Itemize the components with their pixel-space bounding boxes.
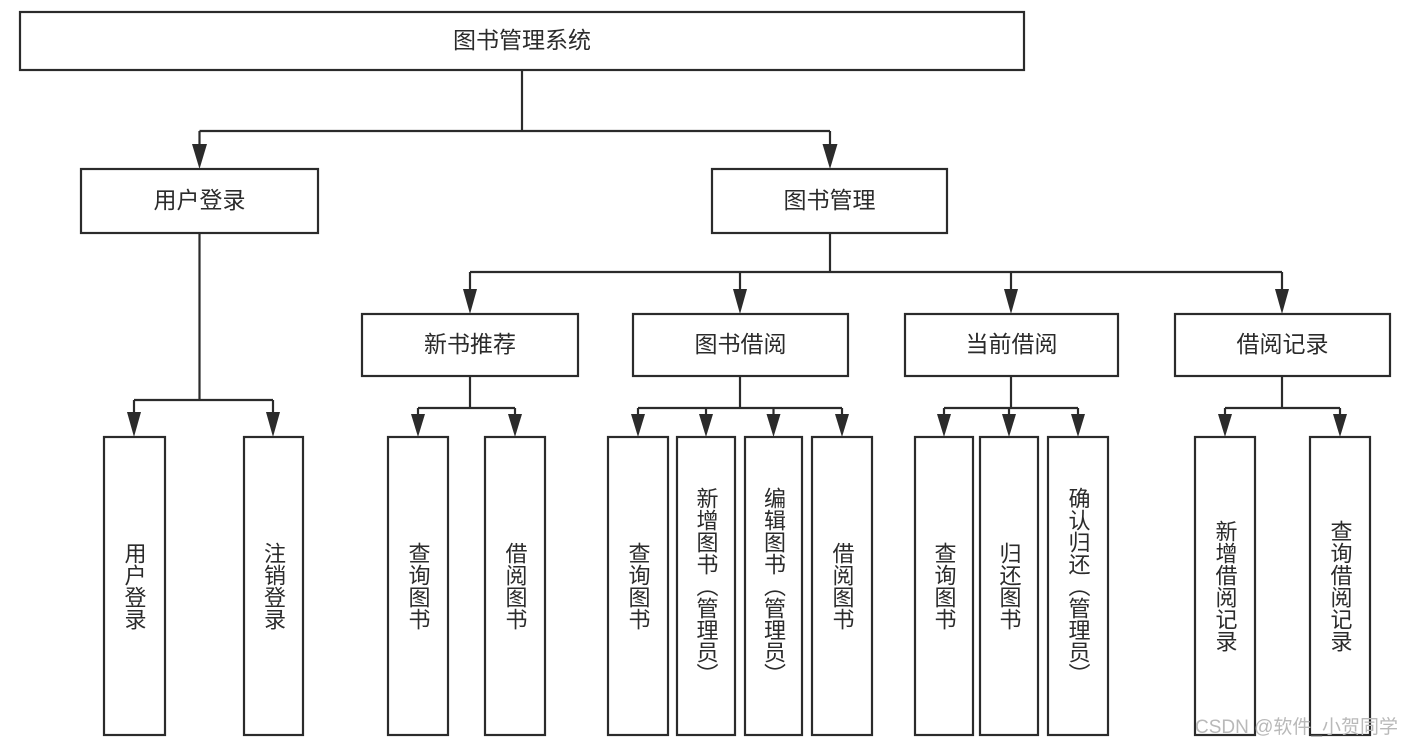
node-current-borrow-rect[interactable]	[903, 312, 1120, 378]
node-leaf-edit-book-rect[interactable]	[743, 435, 804, 737]
node-leaf-borrow-book-rect[interactable]	[810, 435, 874, 737]
node-leaf-edit-book-label: 编辑图书（管理员）	[761, 487, 786, 685]
arrow-leaf-user-login	[127, 412, 141, 437]
node-root-rect[interactable]	[18, 10, 1026, 72]
node-user-login-label: 用户登录	[154, 187, 246, 213]
node-leaf-query-book-current[interactable]: 查询图书	[913, 435, 975, 737]
node-leaf-return-book-rect[interactable]	[978, 435, 1040, 737]
arrow-to-borrow-record	[1275, 289, 1289, 314]
node-user-login-rect[interactable]	[79, 167, 320, 235]
node-leaf-add-book-label: 新增图书（管理员）	[694, 487, 719, 685]
node-leaf-edit-book[interactable]: 编辑图书（管理员）	[743, 435, 804, 737]
node-user-login[interactable]: 用户登录	[79, 167, 320, 235]
node-leaf-return-book-label: 归还图书	[997, 542, 1022, 630]
arrow-leaf-borrow-book	[835, 414, 849, 437]
node-layer: 图书管理系统 用户登录 图书管理 新书推荐 图书借阅 当前	[18, 10, 1392, 737]
arrow-leaf-add-borrow-record	[1218, 414, 1232, 437]
node-leaf-borrow-book[interactable]: 借阅图书	[810, 435, 874, 737]
arrow-leaf-borrow-book-recommend	[508, 414, 522, 437]
node-root-label: 图书管理系统	[453, 27, 591, 53]
arrow-leaf-confirm-return	[1071, 414, 1085, 437]
node-book-borrow-label: 图书借阅	[695, 331, 787, 357]
arrow-to-book-manage	[822, 144, 838, 169]
node-leaf-user-login-label: 用户登录	[122, 542, 147, 630]
node-leaf-query-book-current-label: 查询图书	[932, 542, 957, 630]
node-new-book-recommend-label: 新书推荐	[424, 331, 516, 357]
arrow-to-book-borrow	[733, 289, 747, 314]
node-leaf-query-book-current-rect[interactable]	[913, 435, 975, 737]
arrow-leaf-query-book-current	[937, 414, 951, 437]
node-borrow-record[interactable]: 借阅记录	[1173, 312, 1392, 378]
node-book-manage-rect[interactable]	[710, 167, 949, 235]
arrow-leaf-return-book	[1002, 414, 1016, 437]
node-new-book-recommend-rect[interactable]	[360, 312, 580, 378]
node-leaf-query-book-borrow-rect[interactable]	[606, 435, 670, 737]
arrow-to-user-login	[192, 144, 207, 169]
node-book-borrow[interactable]: 图书借阅	[631, 312, 850, 378]
node-book-manage[interactable]: 图书管理	[710, 167, 949, 235]
arrow-to-new-book-recommend	[463, 289, 477, 314]
node-current-borrow[interactable]: 当前借阅	[903, 312, 1120, 378]
node-leaf-query-borrow-record-rect[interactable]	[1308, 435, 1372, 737]
node-leaf-add-borrow-record[interactable]: 新增借阅记录	[1193, 435, 1257, 737]
edge-layer	[127, 70, 1347, 437]
node-new-book-recommend[interactable]: 新书推荐	[360, 312, 580, 378]
node-leaf-add-book-rect[interactable]	[675, 435, 737, 737]
node-leaf-borrow-book-recommend-label: 借阅图书	[503, 542, 528, 630]
arrow-to-current-borrow	[1004, 289, 1018, 314]
arrow-leaf-edit-book	[766, 414, 781, 437]
node-leaf-add-book[interactable]: 新增图书（管理员）	[675, 435, 737, 737]
node-leaf-query-book-borrow-label: 查询图书	[626, 542, 651, 630]
node-current-borrow-label: 当前借阅	[966, 331, 1058, 357]
node-leaf-borrow-book-label: 借阅图书	[830, 542, 855, 630]
node-leaf-user-login-rect[interactable]	[102, 435, 167, 737]
node-leaf-query-borrow-record[interactable]: 查询借阅记录	[1308, 435, 1372, 737]
node-root[interactable]: 图书管理系统	[18, 10, 1026, 72]
node-leaf-borrow-book-recommend-rect[interactable]	[483, 435, 547, 737]
node-leaf-query-book-recommend-label: 查询图书	[406, 542, 431, 630]
node-leaf-borrow-book-recommend[interactable]: 借阅图书	[483, 435, 547, 737]
arrow-leaf-logout	[266, 412, 280, 437]
node-leaf-confirm-return-label: 确认归还（管理员）	[1066, 487, 1091, 685]
node-book-manage-label: 图书管理	[784, 187, 876, 213]
watermark-text: CSDN @软件_小贺同学	[1195, 716, 1398, 738]
node-leaf-user-login[interactable]: 用户登录	[102, 435, 167, 737]
node-leaf-query-book-borrow[interactable]: 查询图书	[606, 435, 670, 737]
node-leaf-logout-rect[interactable]	[242, 435, 305, 737]
node-leaf-logout-label: 注销登录	[261, 542, 286, 630]
node-leaf-logout[interactable]: 注销登录	[242, 435, 305, 737]
node-book-borrow-rect[interactable]	[631, 312, 850, 378]
arrow-leaf-query-book-recommend	[411, 414, 425, 437]
arrow-leaf-add-book	[699, 414, 713, 437]
node-borrow-record-label: 借阅记录	[1237, 331, 1329, 357]
node-leaf-query-book-recommend[interactable]: 查询图书	[386, 435, 450, 737]
node-leaf-confirm-return-rect[interactable]	[1046, 435, 1110, 737]
node-leaf-add-borrow-record-rect[interactable]	[1193, 435, 1257, 737]
node-leaf-return-book[interactable]: 归还图书	[978, 435, 1040, 737]
node-borrow-record-rect[interactable]	[1173, 312, 1392, 378]
arrow-leaf-query-borrow-record	[1333, 414, 1347, 437]
node-leaf-query-borrow-record-label: 查询借阅记录	[1328, 520, 1353, 652]
node-leaf-query-book-recommend-rect[interactable]	[386, 435, 450, 737]
node-leaf-confirm-return[interactable]: 确认归还（管理员）	[1046, 435, 1110, 737]
arrow-leaf-query-book-borrow	[631, 414, 645, 437]
node-leaf-add-borrow-record-label: 新增借阅记录	[1213, 520, 1238, 652]
